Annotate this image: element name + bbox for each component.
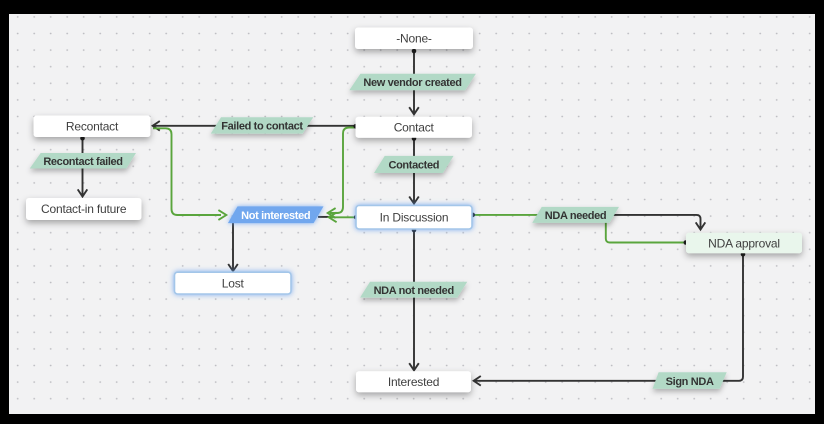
svg-text:Failed to contact: Failed to contact [221, 121, 303, 133]
svg-text:Not interested: Not interested [241, 210, 310, 222]
svg-text:NDA not needed: NDA not needed [374, 285, 454, 297]
svg-text:Recontact: Recontact [66, 120, 119, 134]
svg-text:Contact-in future: Contact-in future [41, 202, 127, 216]
svg-text:Sign NDA: Sign NDA [666, 376, 714, 388]
svg-text:Lost: Lost [222, 276, 245, 290]
svg-text:New vendor created: New vendor created [363, 77, 461, 89]
svg-text:NDA needed: NDA needed [545, 210, 607, 222]
svg-text:Recontact failed: Recontact failed [43, 156, 122, 168]
svg-text:Contacted: Contacted [388, 160, 439, 172]
svg-text:Contact: Contact [394, 121, 435, 135]
svg-text:Interested: Interested [388, 375, 439, 389]
svg-text:-None-: -None- [396, 32, 432, 46]
svg-text:NDA approval: NDA approval [708, 236, 780, 250]
svg-text:In Discussion: In Discussion [380, 211, 449, 225]
